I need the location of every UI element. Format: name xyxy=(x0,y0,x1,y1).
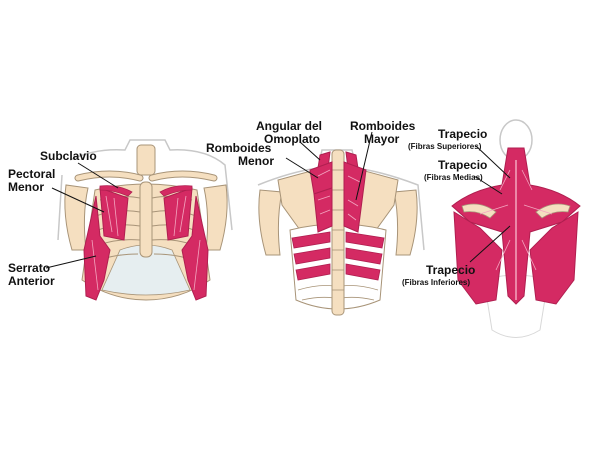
thoracic-spine xyxy=(331,149,345,316)
labels: Subclavio Pectoral Menor Serrato Anterio… xyxy=(8,119,487,288)
trapecio-inf-leader xyxy=(469,225,511,263)
left-romboides-mayor-muscle xyxy=(313,187,333,233)
trapecio-med-leader xyxy=(473,175,503,195)
label-romboides-menor-line2: Menor xyxy=(238,154,274,168)
label-angular-line2: Omoplato xyxy=(264,132,320,146)
label-trapecio-superiores-line1: Trapecio xyxy=(438,127,487,141)
left-lower-back-muscle xyxy=(453,211,503,305)
spine-segments xyxy=(332,169,344,291)
label-trapecio-inferiores-line1: Trapecio xyxy=(426,263,475,277)
label-serrato-anterior-line1: Serrato xyxy=(8,261,50,275)
posterior-rhomboid-figure xyxy=(257,149,425,316)
right-clavicle-fill xyxy=(149,171,217,181)
label-romboides-menor-line1: Romboides xyxy=(206,141,272,155)
label-trapecio-inferiores-line2: (Fibras Inferiores) xyxy=(402,278,470,287)
label-trapecio-medias-line1: Trapecio xyxy=(438,158,487,172)
right-lower-back-muscle xyxy=(529,211,579,305)
trapecio-sup-leader xyxy=(475,145,511,179)
anterior-muscle-striations xyxy=(91,195,201,291)
pectoral-menor-leader xyxy=(51,187,105,213)
right-subclavio-muscle xyxy=(159,185,193,197)
label-serrato-anterior-line2: Anterior xyxy=(8,274,55,288)
right-humerus-posterior xyxy=(393,189,418,256)
label-subclavio: Subclavio xyxy=(40,149,97,163)
trapezius-figure xyxy=(451,119,581,338)
romboides-menor-leader xyxy=(285,157,319,179)
subclavio-leader xyxy=(77,162,119,189)
sternum xyxy=(139,181,153,258)
left-clavicle-fill xyxy=(75,171,143,181)
left-humerus xyxy=(64,184,89,251)
label-angular-line1: Angular del xyxy=(256,119,322,133)
label-pectoral-menor-line1: Pectoral xyxy=(8,167,55,181)
label-romboides-mayor-line2: Mayor xyxy=(364,132,400,146)
label-trapecio-medias-line2: (Fibras Medias) xyxy=(424,173,483,182)
label-trapecio-superiores-line2: (Fibras Superiores) xyxy=(408,142,482,151)
anterior-thorax-figure xyxy=(57,139,233,301)
left-scapula-spine xyxy=(461,203,497,219)
right-serrato-anterior-muscle xyxy=(181,195,209,301)
left-serrato-anterior-muscle xyxy=(83,195,111,301)
serrato-anterior-leader xyxy=(45,255,97,269)
label-romboides-mayor-line1: Romboides xyxy=(350,119,416,133)
rhomboid-striations xyxy=(317,169,361,221)
left-humerus-posterior xyxy=(258,189,283,256)
right-humerus xyxy=(203,184,228,251)
right-scapula-spine xyxy=(535,203,571,219)
romboides-mayor-leader xyxy=(355,131,373,201)
lower-skeleton-outline xyxy=(483,274,549,338)
leader-lines xyxy=(45,131,511,269)
posterior-rib-muscles xyxy=(291,231,385,281)
label-pectoral-menor-line2: Menor xyxy=(8,180,44,194)
trapezius-striations xyxy=(479,169,553,271)
left-subclavio-muscle xyxy=(99,185,133,197)
cervical-spine xyxy=(136,144,156,176)
anterior-body-outline xyxy=(57,139,233,241)
angular-leader xyxy=(299,141,321,161)
